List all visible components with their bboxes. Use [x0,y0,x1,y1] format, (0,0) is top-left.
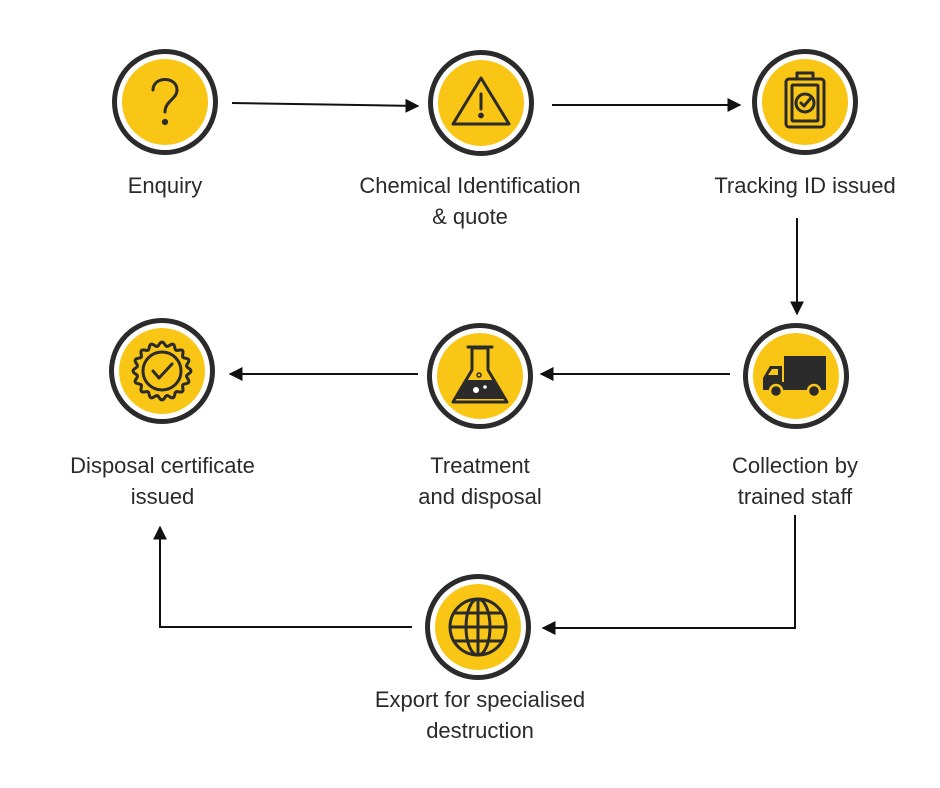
edge-collection-to-export [541,515,796,635]
clipboard-check-icon [784,71,826,129]
label-export-line-2: destruction [426,718,534,743]
node-tracking-id [752,49,858,155]
label-treatment-line-1: Treatment [430,453,530,478]
truck-icon [763,356,826,399]
label-enquiry: Enquiry [65,170,265,201]
edge-export-to-disposal-certificate [153,525,412,628]
label-disposal-certificate: Disposal certificate issued [40,450,285,512]
node-disposal-certificate [109,318,215,424]
label-chemical-identification-line-1: Chemical Identification [359,173,581,198]
label-export-line-1: Export for specialised [374,687,586,712]
label-collection-line-1: Collection by [732,453,858,478]
label-tracking-id-line-1: Tracking ID issued [714,173,896,198]
label-disposal-certificate-line-2: issued [130,484,195,509]
label-treatment-line-2: and disposal [418,484,542,509]
label-treatment: Treatment and disposal [380,450,580,512]
globe-icon [448,597,508,657]
node-enquiry [112,49,218,155]
node-chemical-identification [428,50,534,156]
flask-icon [451,345,509,404]
edge-enquiry-to-chemical-identification [231,98,420,113]
certificate-badge-icon [131,340,193,402]
node-export [425,574,531,680]
warning-triangle-icon [451,76,511,126]
label-collection-line-2: trained staff [737,484,853,509]
node-collection [743,323,849,429]
label-chemical-identification: Chemical Identification & quote [330,170,610,232]
label-chemical-identification-line-2: & quote [432,204,508,229]
label-tracking-id: Tracking ID issued [680,170,930,201]
edges [153,98,804,635]
node-treatment [427,323,533,429]
label-disposal-certificate-line-1: Disposal certificate [70,453,255,478]
label-enquiry-line-1: Enquiry [127,173,203,198]
label-export: Export for specialised destruction [335,684,625,746]
question-mark-icon [151,78,179,126]
label-collection: Collection by trained staff [690,450,900,512]
